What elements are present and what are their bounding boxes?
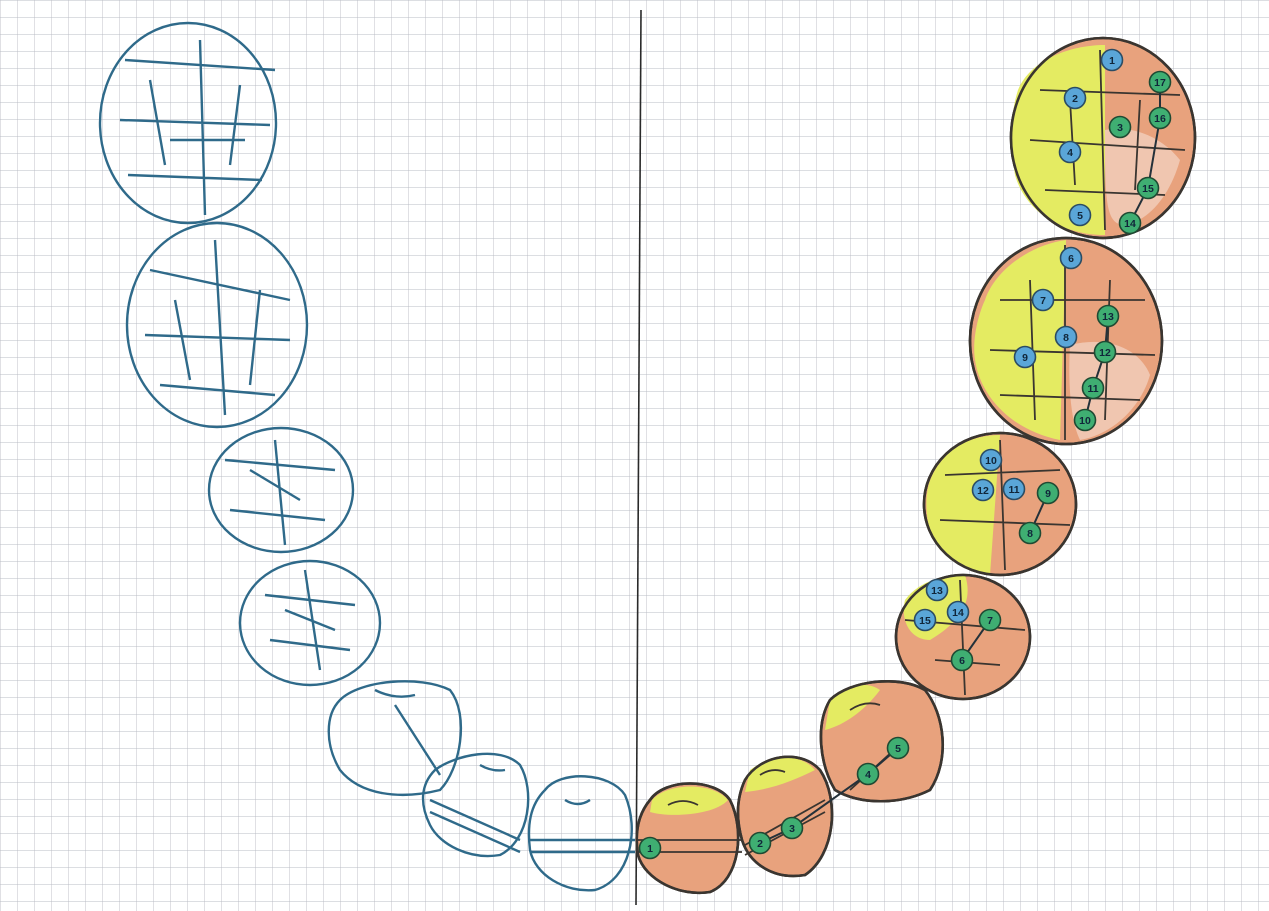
blue-marker-12: 12 <box>973 480 994 501</box>
green-marker-label: 6 <box>959 655 965 667</box>
blue-marker-label: 13 <box>931 585 943 597</box>
green-marker-10: 10 <box>1075 410 1096 431</box>
right-incisor-lateral <box>738 757 832 876</box>
green-marker-16: 16 <box>1150 108 1171 129</box>
blue-marker-label: 15 <box>919 615 931 627</box>
green-marker-label: 4 <box>865 769 871 781</box>
green-marker-15: 15 <box>1138 178 1159 199</box>
blue-marker-7: 7 <box>1033 290 1054 311</box>
green-marker-1: 1 <box>640 838 661 859</box>
right-molar-1 <box>1011 38 1195 238</box>
blue-marker-label: 9 <box>1022 352 1028 364</box>
blue-marker-label: 1 <box>1109 55 1115 67</box>
green-marker-label: 9 <box>1045 488 1051 500</box>
blue-marker-label: 8 <box>1063 332 1069 344</box>
blue-marker-5: 5 <box>1070 205 1091 226</box>
green-marker-label: 5 <box>895 743 901 755</box>
green-marker-label: 3 <box>1117 122 1123 134</box>
green-marker-label: 2 <box>757 838 763 850</box>
green-marker-label: 15 <box>1142 183 1154 195</box>
green-marker-label: 8 <box>1027 528 1033 540</box>
blue-marker-label: 2 <box>1072 93 1078 105</box>
blue-marker-2: 2 <box>1065 88 1086 109</box>
blue-marker-13: 13 <box>927 580 948 601</box>
right-canine <box>821 681 943 801</box>
green-marker-7: 7 <box>980 610 1001 631</box>
blue-marker-label: 12 <box>977 485 989 497</box>
blue-marker-11: 11 <box>1004 479 1025 500</box>
green-marker-label: 7 <box>987 615 993 627</box>
green-marker-label: 12 <box>1099 347 1111 359</box>
green-marker-label: 1 <box>647 843 653 855</box>
blue-marker-label: 5 <box>1077 210 1083 222</box>
blue-marker-label: 11 <box>1008 484 1019 496</box>
blue-marker-label: 4 <box>1067 147 1073 159</box>
green-marker-label: 14 <box>1124 218 1136 230</box>
green-marker-label: 10 <box>1079 415 1091 427</box>
right-premolar-2 <box>896 575 1030 699</box>
green-marker-17: 17 <box>1150 72 1171 93</box>
green-marker-label: 3 <box>789 823 795 835</box>
blue-marker-label: 7 <box>1040 295 1046 307</box>
blue-marker-9: 9 <box>1015 347 1036 368</box>
green-marker-label: 16 <box>1154 113 1166 125</box>
green-marker-label: 13 <box>1102 311 1114 323</box>
blue-marker-4: 4 <box>1060 142 1081 163</box>
blue-marker-10: 10 <box>981 450 1002 471</box>
blue-marker-6: 6 <box>1061 248 1082 269</box>
green-marker-6: 6 <box>952 650 973 671</box>
green-marker-3: 3 <box>782 818 803 839</box>
green-marker-5: 5 <box>888 738 909 759</box>
green-marker-13: 13 <box>1098 306 1119 327</box>
green-marker-3-upper: 3 <box>1110 117 1131 138</box>
blue-marker-label: 6 <box>1068 253 1074 265</box>
green-marker-12: 12 <box>1095 342 1116 363</box>
blue-marker-15: 15 <box>915 610 936 631</box>
green-marker-label: 11 <box>1087 383 1098 395</box>
green-marker-8: 8 <box>1020 523 1041 544</box>
green-marker-label: 17 <box>1154 77 1166 89</box>
green-marker-14: 14 <box>1120 213 1141 234</box>
green-marker-4: 4 <box>858 764 879 785</box>
blue-marker-14: 14 <box>948 602 969 623</box>
green-marker-11: 11 <box>1083 378 1104 399</box>
blue-marker-label: 10 <box>985 455 997 467</box>
blue-marker-8: 8 <box>1056 327 1077 348</box>
blue-marker-label: 14 <box>952 607 964 619</box>
blue-marker-1: 1 <box>1102 50 1123 71</box>
green-marker-9: 9 <box>1038 483 1059 504</box>
green-marker-2: 2 <box>750 833 771 854</box>
